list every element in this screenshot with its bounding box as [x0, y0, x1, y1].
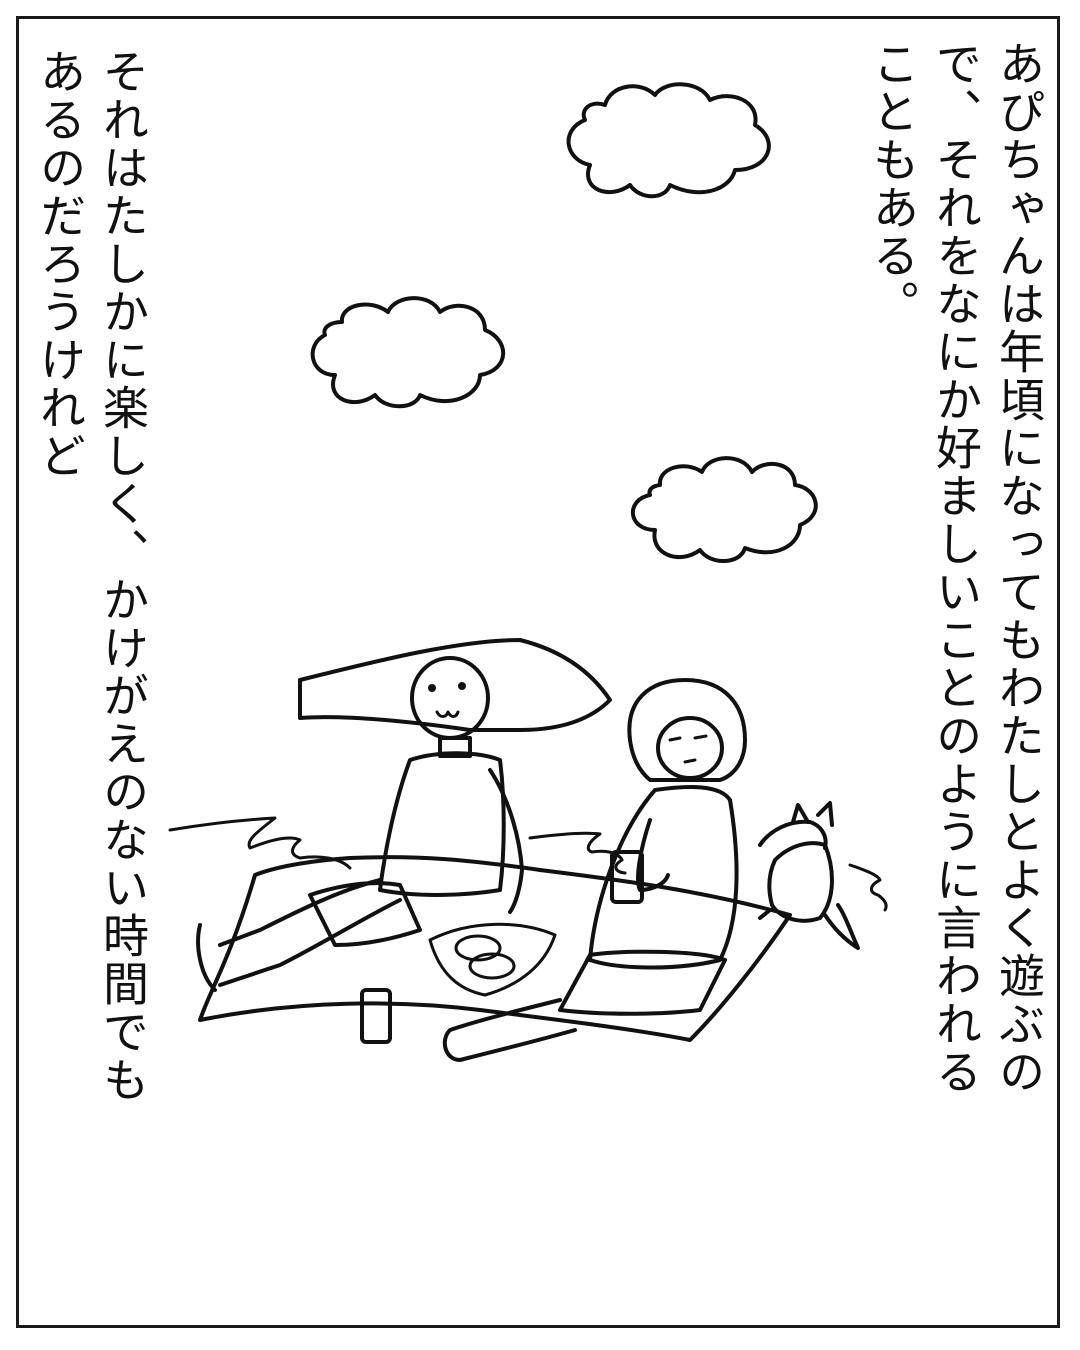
narration-right-line-1: あぴちゃんは年頃になってもわたしとよく遊ぶの [992, 40, 1046, 1096]
narration-right-line-2: で、それをなにか好ましいことのように言われる [929, 40, 983, 1096]
narration-left-line-1: それはたしかに楽しく、かけがえのない時間でも [96, 48, 150, 1104]
narration-left: それはたしかに楽しく、かけがえのない時間でも あるのだろうけれど [28, 48, 154, 1308]
narration-left-line-2: あるのだろうけれど [33, 48, 87, 480]
narration-right: あぴちゃんは年頃になってもわたしとよく遊ぶの で、それをなにか好ましいことのよう… [861, 40, 1050, 1300]
narration-right-line-3: こともある。 [866, 40, 920, 328]
